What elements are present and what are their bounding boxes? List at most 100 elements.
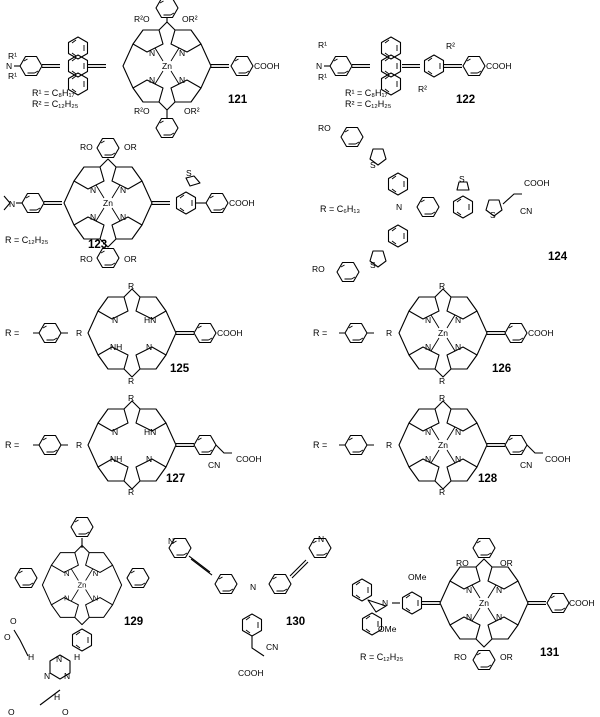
meso-phenyl-top (70, 516, 94, 538)
compound-131: N OMe OMe Zn N N N N RO OR RO OR COOH R … (351, 537, 595, 671)
r2-label: R² (446, 41, 455, 51)
compound-126: R = Zn N N N N R R R COOH 126 (313, 281, 554, 386)
s-atom: S (370, 260, 376, 270)
n-atom: N (425, 315, 431, 325)
r2-label: R² (418, 84, 427, 94)
r2o-label: R²O (134, 106, 150, 116)
bottom-aryl-ring (472, 649, 496, 671)
r-definition: R = C₁₂H₂₅ (360, 652, 404, 662)
free-base-porphyrin-core: HN NH N N (87, 288, 177, 378)
compound-127: R = HN NH N N R R R COOH CN 127 (5, 393, 262, 497)
benzoic-ring (230, 55, 254, 77)
ome-group: OMe (408, 572, 427, 582)
r-definition: R = (5, 328, 19, 338)
compound-number: 125 (170, 363, 190, 375)
compound-122: R¹ N R¹ R² R² COOH R¹ = C₈H₁₇ R² = C₁₂H₂… (316, 36, 512, 109)
compound-123: N Zn N N N N RO OR RO OR S COOH R = C₁₂H… (3, 137, 255, 269)
tolyl-ring (344, 322, 368, 344)
r1-label-bottom: R¹ (8, 71, 17, 81)
n-atom: N (93, 569, 99, 578)
r-label: R (439, 376, 445, 386)
alkyne-bond (43, 201, 63, 205)
s-atom: S (490, 210, 496, 220)
n-atom: N (455, 427, 461, 437)
dimethoxyphenylene-ring (401, 591, 423, 615)
n-atom: N (112, 315, 118, 325)
compound-number: 123 (88, 239, 107, 251)
compound-number: 126 (492, 363, 511, 375)
or2-label: OR² (184, 106, 200, 116)
s-atom: S (186, 168, 192, 178)
nh-atom: NH (110, 342, 122, 352)
benzoic-ring (546, 592, 570, 614)
phenyl-ring (504, 434, 528, 456)
phenyl-ring (193, 434, 217, 456)
n-atom: N (120, 212, 126, 222)
n-atom: N (64, 593, 70, 602)
r1-label-top: R¹ (318, 40, 327, 50)
h-atom: H (28, 652, 34, 662)
r1-label-bottom: R¹ (318, 72, 327, 82)
cooh-group: COOH (236, 454, 262, 464)
compound-number: 127 (166, 473, 185, 485)
compound-121-dialkylamino: R¹ N R¹ (6, 51, 20, 81)
alkyne-bond (151, 201, 171, 205)
r2-definition: R² = C₁₂H₂₅ (345, 99, 392, 109)
n-atom: N (496, 612, 502, 622)
zinc-porphyrin-core: Zn N N N N (398, 400, 488, 490)
cooh-group: COOH (238, 668, 264, 678)
n-atom: N (179, 75, 185, 85)
or-label: OR (124, 142, 137, 152)
phenyl-ring (19, 55, 43, 77)
hn-atom: HN (144, 315, 156, 325)
n-atom: N (146, 342, 152, 352)
n-atom: N (425, 342, 431, 352)
phenylene-ring (241, 613, 263, 637)
zinc-atom: Zn (103, 198, 113, 208)
zinc-porphyrin-core: Zn N N N N (398, 288, 488, 378)
s-atom: S (370, 160, 376, 170)
n-atom: N (466, 612, 472, 622)
phenylene-ring (214, 573, 238, 595)
benzoic-ring (504, 322, 528, 344)
alkyne-bond (175, 331, 195, 335)
top-aryl-ring (96, 137, 120, 159)
cooh-group: COOH (569, 598, 595, 608)
alkyne-bond (87, 64, 107, 68)
cooh-group: COOH (229, 198, 255, 208)
phenylene-ring (387, 172, 409, 196)
compound-125: R = HN NH N N R R R COOH 125 (5, 281, 243, 386)
zinc-porphyrin-core: Zn N N N N (439, 558, 529, 648)
n-atom: N (179, 48, 185, 58)
top-aryl-ring (472, 537, 496, 559)
benzoic-ring (205, 192, 229, 214)
compound-number: 128 (478, 473, 498, 485)
alkyne-bond (443, 64, 463, 68)
cooh-group: COOH (254, 61, 280, 71)
r1-definition: R¹ = C₈H₁₇ (32, 88, 75, 98)
alkyne-bond (486, 331, 506, 335)
n-atom: N (149, 48, 155, 58)
r-label: R (439, 393, 445, 403)
compound-129: Zn N N N N N N N H H H O O O O 129 (4, 516, 150, 717)
pyridine-n: N (168, 536, 174, 546)
compound-130: N N N CN COOH 130 (168, 534, 332, 678)
or2-label: OR² (182, 14, 198, 24)
r1-label-top: R¹ (8, 51, 17, 61)
n-atom: N (90, 185, 96, 195)
alkyne-bond (486, 443, 506, 447)
n-atom: N (64, 671, 70, 681)
ro-label: RO (312, 264, 325, 274)
n-atom: N (149, 75, 155, 85)
benzothiadiazole-unit: S (452, 174, 474, 219)
r-definition: R = C₆H₁₃ (320, 204, 360, 214)
r-definition: R = C₁₂H₂₅ (5, 235, 49, 245)
alkyne-bond (527, 601, 547, 605)
ro-label: RO (80, 142, 93, 152)
compound-number: 129 (124, 616, 143, 628)
carbazole-n: N (382, 598, 388, 608)
o-atom: O (10, 616, 17, 626)
zinc-atom: Zn (479, 598, 489, 608)
cooh-group: COOH (545, 454, 571, 464)
triazine-ring: N N N (44, 654, 71, 681)
